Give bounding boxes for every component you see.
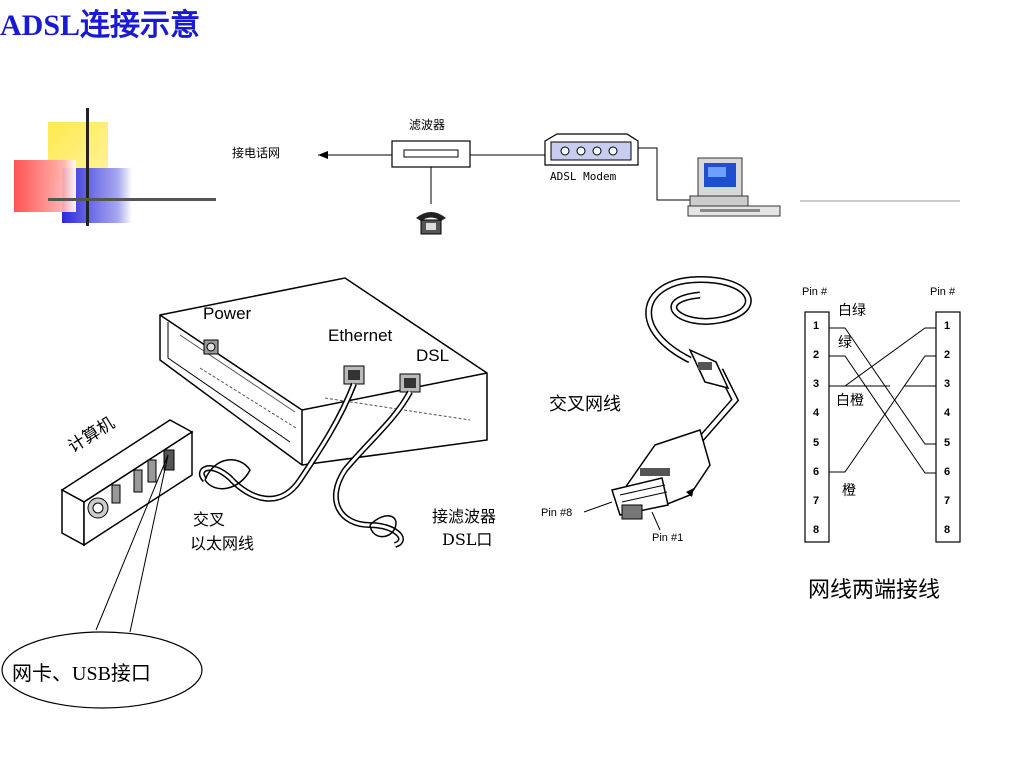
pin-number: 4 (944, 407, 951, 419)
pin-number: 7 (944, 495, 951, 507)
pin-number: 5 (813, 437, 820, 449)
modem-label: ADSL Modem (550, 170, 617, 183)
computer-tower (60, 419, 194, 547)
desktop-computer-icon (687, 157, 781, 217)
pin-number: 1 (813, 320, 820, 332)
pin8-label: Pin #8 (541, 507, 573, 519)
crossover-label-line2: 以太网线 (190, 534, 255, 553)
pinout-right-header: Pin # (930, 286, 956, 298)
wire-green-label: 绿 (838, 335, 852, 351)
pin-number: 7 (813, 495, 820, 507)
pin-number: 6 (813, 466, 820, 478)
pinout-caption: 网线两端接线 (808, 577, 941, 602)
crossover-cable-label: 交叉网线 (549, 394, 621, 415)
dsl-label: DSL (416, 346, 450, 365)
pin-number: 6 (944, 466, 951, 478)
pin-number: 8 (813, 524, 820, 536)
power-label: Power (203, 304, 252, 323)
pinout-diagram (804, 311, 961, 543)
rj45-crossover-cable (583, 276, 752, 531)
nic-usb-label: 网卡、USB接口 (12, 663, 151, 685)
pin-number: 8 (944, 524, 951, 536)
pin-number: 5 (944, 437, 951, 449)
to-filter-label-line1: 接滤波器 (432, 507, 497, 526)
phone-network-label: 接电话网 (232, 146, 281, 160)
pin1-label: Pin #1 (652, 532, 684, 544)
filter-label: 滤波器 (409, 118, 446, 132)
title-decoration (0, 100, 230, 240)
wire-orange-label: 橙 (842, 483, 856, 499)
pin-number: 1 (944, 320, 951, 332)
pin-number: 3 (813, 378, 820, 390)
slide-title: ADSL连接示意 (0, 9, 201, 42)
pinout-left-header: Pin # (802, 286, 828, 298)
ethernet-label: Ethernet (328, 326, 393, 345)
wire-white-orange-label: 白橙 (836, 393, 864, 409)
pin-number: 3 (944, 378, 951, 390)
to-filter-label-line2: DSL口 (442, 530, 493, 549)
wire-white-green-label: 白绿 (838, 303, 866, 319)
callout-oval (1, 631, 203, 709)
pin-number: 4 (813, 407, 820, 419)
pin-number: 2 (813, 349, 820, 361)
crossover-label-line1: 交叉 (193, 510, 226, 529)
telephone-icon (416, 212, 446, 235)
pin-number: 2 (944, 349, 951, 361)
